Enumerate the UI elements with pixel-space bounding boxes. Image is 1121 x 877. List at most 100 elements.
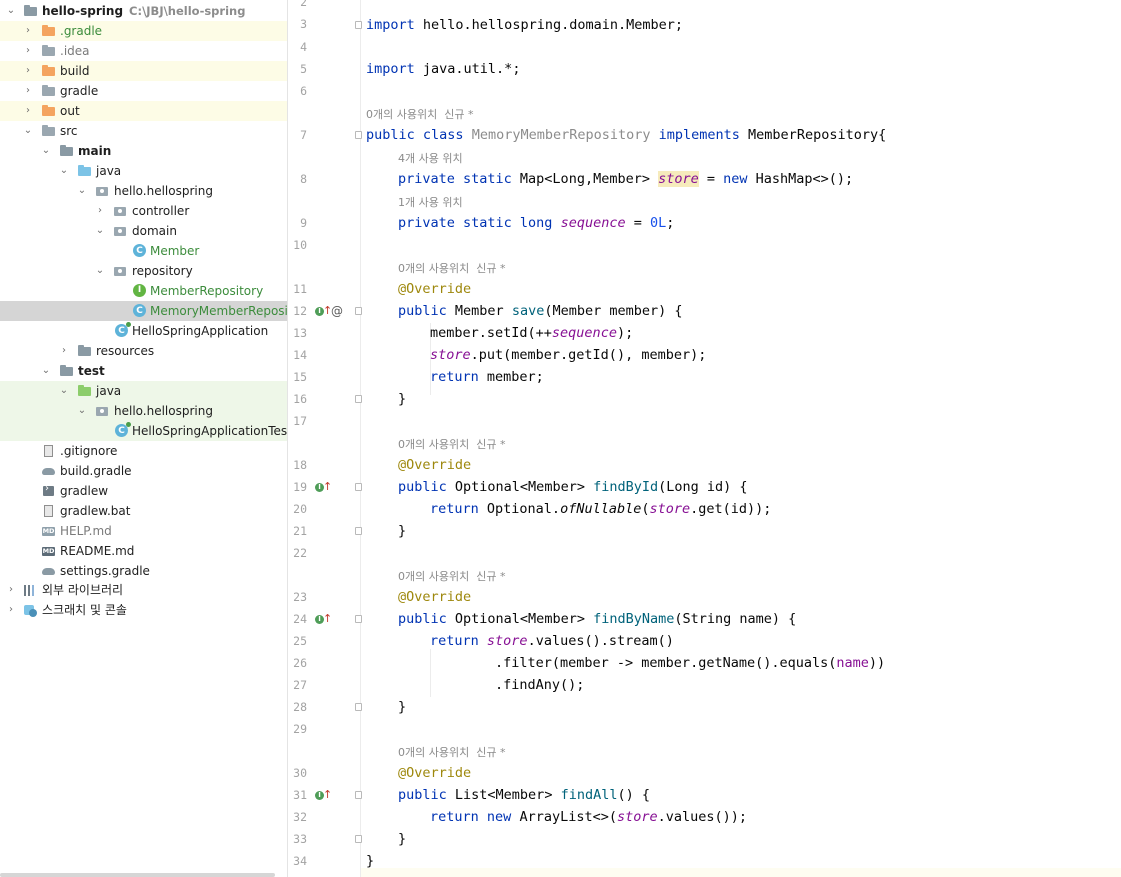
usage-hint[interactable]: 0개의 사용위치 신규 * [398, 262, 506, 275]
code-line-20[interactable]: return Optional.ofNullable(store.get(id)… [430, 500, 771, 518]
chevron-down-icon[interactable]: ⌄ [41, 145, 51, 156]
code-line-31[interactable]: public List<Member> findAll() { [398, 786, 650, 804]
usage-hint[interactable]: 4개 사용 위치 [398, 152, 463, 165]
chevron-down-icon[interactable]: ⌄ [6, 5, 16, 16]
code-line-11[interactable]: @Override [398, 281, 472, 297]
code-line-14[interactable]: store.put(member.getId(), member); [430, 346, 706, 364]
code-line-34[interactable]: } [366, 853, 375, 869]
chevron-down-icon[interactable]: ⌄ [59, 385, 69, 396]
fold-marker[interactable] [355, 395, 362, 403]
chevron-down-icon[interactable]: ⌄ [95, 225, 105, 236]
tree-item-memory-member-repository[interactable]: C MemoryMemberReposito [0, 301, 287, 321]
tree-item-member[interactable]: C Member [0, 241, 287, 261]
usage-hint[interactable]: 0개의 사용위치 신규 * [398, 438, 506, 451]
tree-item-gitignore[interactable]: .gitignore [0, 441, 287, 461]
code-editor[interactable] [361, 0, 1121, 877]
code-line-9[interactable]: private static long sequence = 0L; [398, 214, 674, 232]
tree-item-hello-spring-application[interactable]: C HelloSpringApplication [0, 321, 287, 341]
tree-item-main[interactable]: ⌄ main [0, 141, 287, 161]
tree-item-out[interactable]: › out [0, 101, 287, 121]
tree-item-test-package[interactable]: ⌄ hello.hellospring [0, 401, 287, 421]
implements-icon[interactable]: I [315, 791, 324, 800]
code-line-33[interactable]: } [398, 831, 407, 847]
tree-item-tests-class[interactable]: C HelloSpringApplicationTests [0, 421, 287, 441]
usage-hint[interactable]: 0개의 사용위치 신규 * [398, 570, 506, 583]
tree-item-build-gradle[interactable]: build.gradle [0, 461, 287, 481]
code-line-32[interactable]: return new ArrayList<>(store.values()); [430, 808, 747, 826]
chevron-right-icon[interactable]: › [9, 584, 13, 595]
chevron-right-icon[interactable]: › [26, 65, 30, 76]
chevron-right-icon[interactable]: › [9, 604, 13, 615]
tree-item-test[interactable]: ⌄ test [0, 361, 287, 381]
fold-marker[interactable] [355, 21, 362, 29]
code-line-18[interactable]: @Override [398, 457, 472, 473]
chevron-down-icon[interactable]: ⌄ [95, 265, 105, 276]
fold-marker[interactable] [355, 615, 362, 623]
horizontal-scrollbar[interactable] [0, 873, 275, 877]
fold-marker[interactable] [355, 527, 362, 535]
tree-item-readme-md[interactable]: MD README.md [0, 541, 287, 561]
code-line-3[interactable]: import hello.hellospring.domain.Member; [366, 16, 683, 34]
chevron-right-icon[interactable]: › [26, 45, 30, 56]
usage-hint[interactable]: 1개 사용 위치 [398, 196, 463, 209]
tree-item-gradle[interactable]: › gradle [0, 81, 287, 101]
override-icon[interactable]: ↑ [323, 612, 333, 625]
code-line-5[interactable]: import java.util.*; [366, 60, 520, 78]
implements-icon[interactable]: I [315, 307, 324, 316]
tree-item-package[interactable]: ⌄ hello.hellospring [0, 181, 287, 201]
fold-marker[interactable] [355, 791, 362, 799]
chevron-down-icon[interactable]: ⌄ [59, 165, 69, 176]
usage-hint[interactable]: 0개의 사용위치 신규 * [398, 746, 506, 759]
usage-hint[interactable]: 0개의 사용위치 신규 * [366, 108, 474, 121]
chevron-down-icon[interactable]: ⌄ [77, 405, 87, 416]
override-icon[interactable]: ↑ [323, 304, 333, 317]
code-line-23[interactable]: @Override [398, 589, 472, 605]
code-line-21[interactable]: } [398, 523, 407, 539]
chevron-right-icon[interactable]: › [26, 105, 30, 116]
chevron-right-icon[interactable]: › [98, 205, 102, 216]
code-line-13[interactable]: member.setId(++sequence); [430, 324, 633, 342]
code-line-7[interactable]: public class MemoryMemberRepository impl… [366, 126, 886, 144]
tree-item-build[interactable]: › build [0, 61, 287, 81]
tree-item-test-java[interactable]: ⌄ java [0, 381, 287, 401]
code-line-8[interactable]: private static Map<Long,Member> store = … [398, 170, 853, 188]
tree-item-controller[interactable]: › controller [0, 201, 287, 221]
fold-marker[interactable] [355, 483, 362, 491]
fold-marker[interactable] [355, 131, 362, 139]
chevron-down-icon[interactable]: ⌄ [23, 125, 33, 136]
code-line-24[interactable]: public Optional<Member> findByName(Strin… [398, 610, 796, 628]
tree-item-src[interactable]: ⌄ src [0, 121, 287, 141]
implements-icon[interactable]: I [315, 615, 324, 624]
tree-item-gradlew-bat[interactable]: gradlew.bat [0, 501, 287, 521]
tree-item-scratches[interactable]: › 스크래치 및 콘솔 [0, 600, 287, 620]
tree-item-java[interactable]: ⌄ java [0, 161, 287, 181]
code-line-27[interactable]: .findAny(); [495, 677, 585, 693]
code-line-30[interactable]: @Override [398, 765, 472, 781]
tree-item-resources[interactable]: › resources [0, 341, 287, 361]
chevron-right-icon[interactable]: › [62, 345, 66, 356]
override-icon[interactable]: ↑ [323, 480, 333, 493]
tree-item-external-libraries[interactable]: › 외부 라이브러리 [0, 580, 287, 600]
code-line-12[interactable]: public Member save(Member member) { [398, 302, 683, 320]
chevron-right-icon[interactable]: › [26, 25, 30, 36]
tree-item-member-repository[interactable]: I MemberRepository [0, 281, 287, 301]
tree-item-gradlew[interactable]: gradlew [0, 481, 287, 501]
chevron-down-icon[interactable]: ⌄ [77, 185, 87, 196]
fold-marker[interactable] [355, 703, 362, 711]
tree-item-idea[interactable]: › .idea [0, 41, 287, 61]
override-icon[interactable]: ↑ [323, 788, 333, 801]
code-line-16[interactable]: } [398, 391, 407, 407]
tree-item-help-md[interactable]: MD HELP.md [0, 521, 287, 541]
code-line-28[interactable]: } [398, 699, 407, 715]
tree-item-domain[interactable]: ⌄ domain [0, 221, 287, 241]
implements-icon[interactable]: I [315, 483, 324, 492]
fold-marker[interactable] [355, 307, 362, 315]
code-line-25[interactable]: return store.values().stream() [430, 632, 674, 650]
chevron-down-icon[interactable]: ⌄ [41, 365, 51, 376]
fold-marker[interactable] [355, 835, 362, 843]
code-line-26[interactable]: .filter(member -> member.getName().equal… [495, 654, 885, 672]
annotation-icon[interactable]: @ [331, 304, 343, 318]
chevron-right-icon[interactable]: › [26, 85, 30, 96]
code-line-15[interactable]: return member; [430, 368, 544, 386]
